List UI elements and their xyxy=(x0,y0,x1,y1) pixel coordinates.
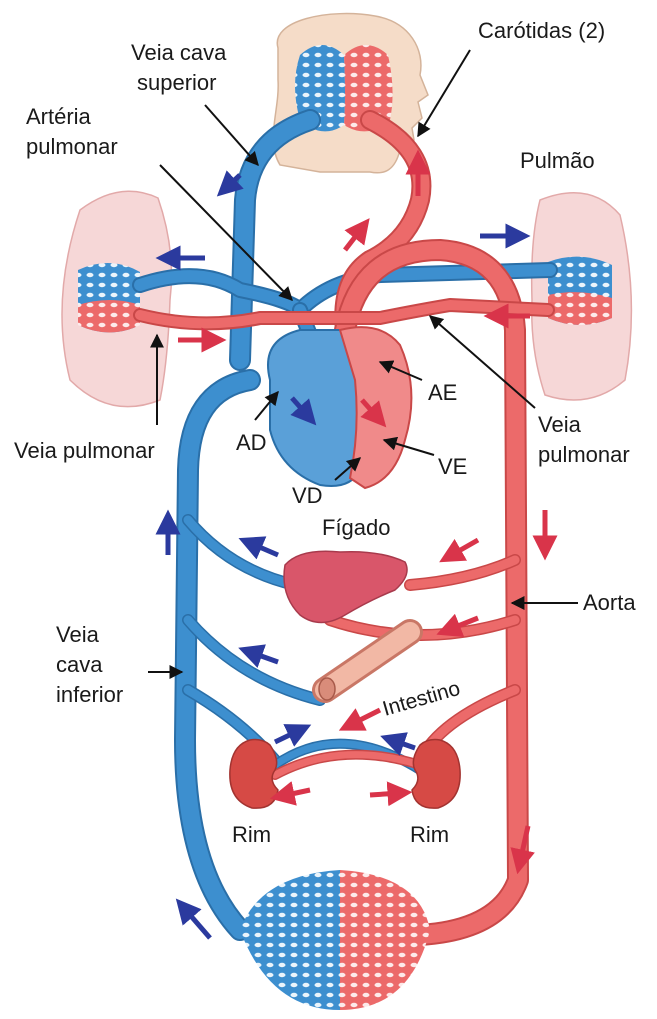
label-ve: VE xyxy=(438,454,467,479)
label-veia-cava-inferior-1: Veia xyxy=(56,622,100,647)
left-kidney xyxy=(230,740,278,809)
label-pulmao: Pulmão xyxy=(520,148,595,173)
label-veia-pulmonar-direita-2: pulmonar xyxy=(538,442,630,467)
label-figado: Fígado xyxy=(322,515,391,540)
label-rim-esquerdo: Rim xyxy=(232,822,271,847)
label-arteria-pulmonar-2: pulmonar xyxy=(26,134,118,159)
label-arteria-pulmonar-1: Artéria xyxy=(26,104,92,129)
label-intestino: Intestino xyxy=(380,677,463,721)
label-carotidas: Carótidas (2) xyxy=(478,18,605,43)
label-ae: AE xyxy=(428,380,457,405)
intestine xyxy=(319,632,410,700)
label-ad: AD xyxy=(236,430,267,455)
heart xyxy=(268,327,411,488)
right-lung xyxy=(532,193,632,400)
lower-capillary-bed xyxy=(240,870,430,1010)
label-veia-cava-superior-2: superior xyxy=(137,70,216,95)
label-veia-cava-inferior-3: inferior xyxy=(56,682,123,707)
label-rim-direito: Rim xyxy=(410,822,449,847)
label-veia-pulmonar-esquerda: Veia pulmonar xyxy=(14,438,155,463)
label-aorta: Aorta xyxy=(583,590,636,615)
left-lung xyxy=(62,191,172,406)
label-veia-cava-superior-1: Veia cava xyxy=(131,40,227,65)
right-kidney xyxy=(412,740,460,809)
label-veia-pulmonar-direita-1: Veia xyxy=(538,412,582,437)
label-vd: VD xyxy=(292,483,323,508)
label-veia-cava-inferior-2: cava xyxy=(56,652,103,677)
liver xyxy=(284,551,407,622)
